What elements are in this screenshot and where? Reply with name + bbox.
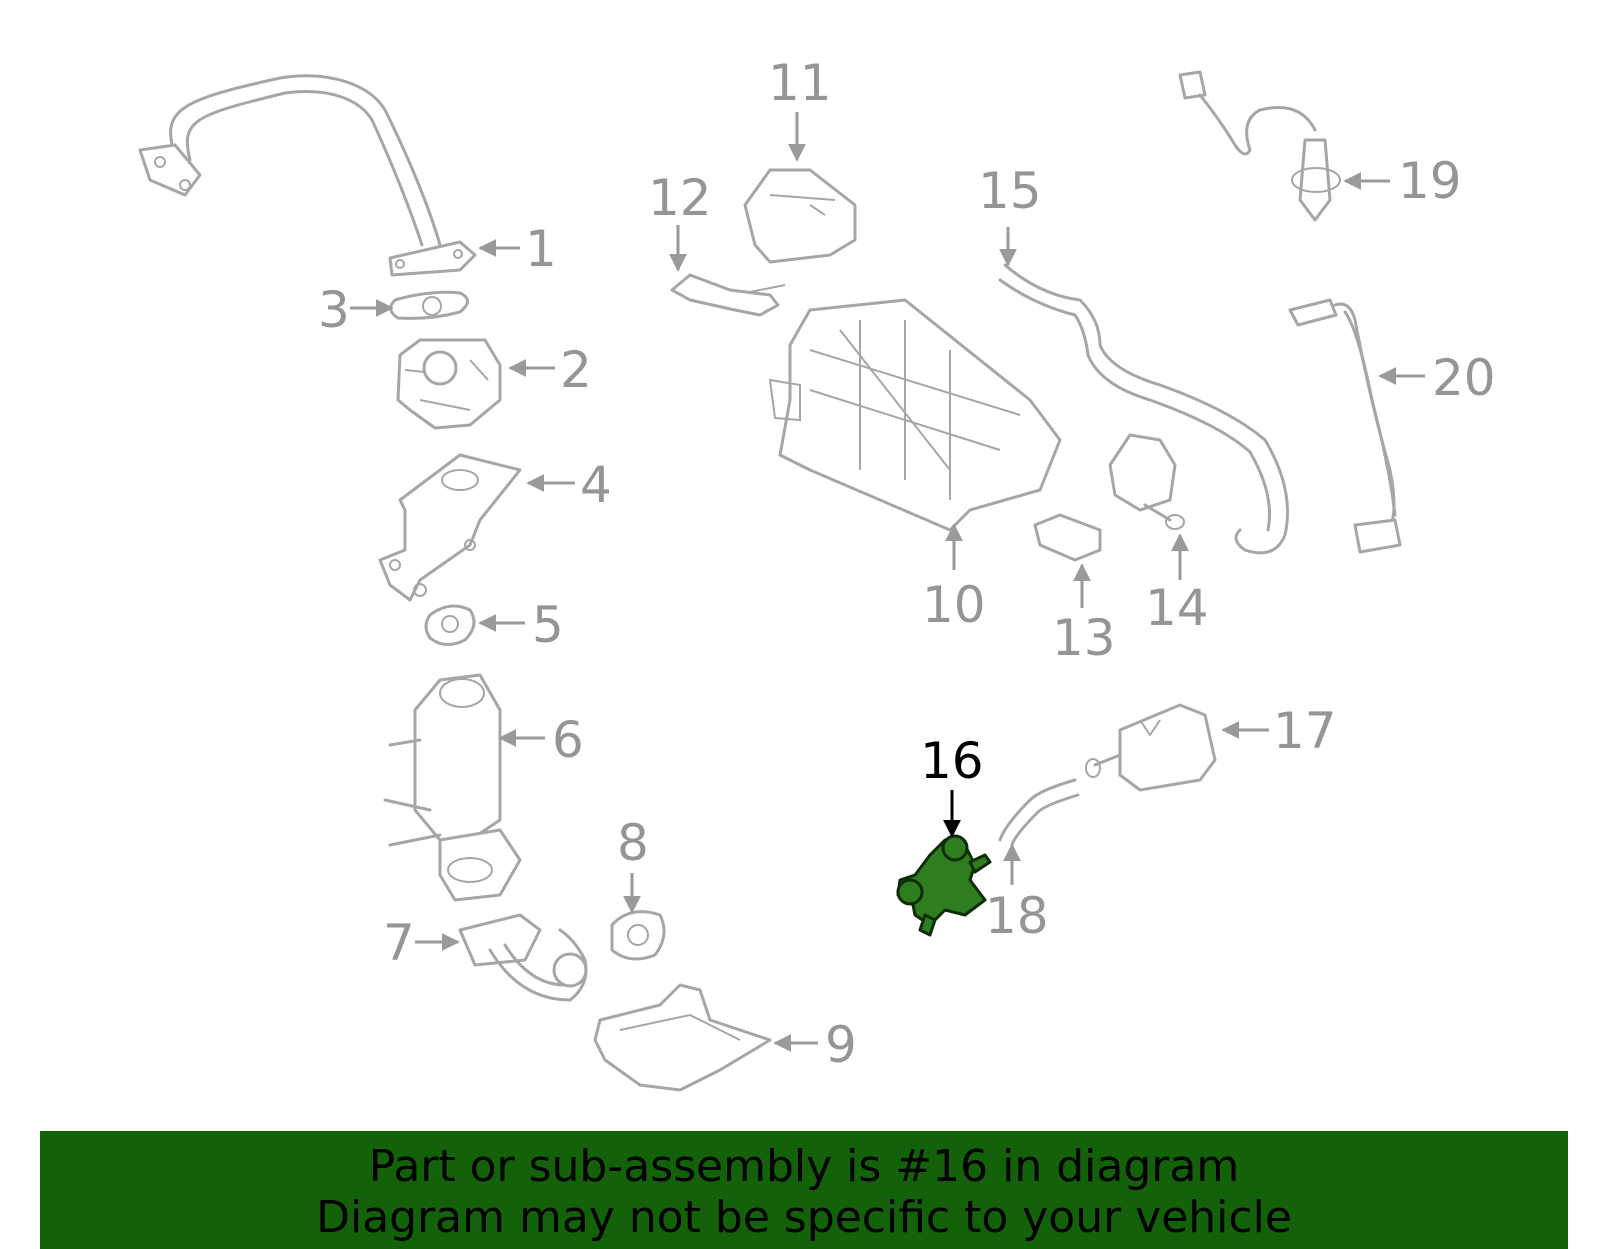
- part-19-o2-sensor: [1178, 70, 1341, 222]
- callout-12: 12: [648, 169, 712, 227]
- callout-4: 4: [580, 456, 612, 514]
- callout-8: 8: [617, 814, 649, 872]
- callout-14: 14: [1145, 579, 1209, 637]
- part-14-vent-valve: [1108, 433, 1185, 530]
- callout-11: 11: [768, 54, 832, 112]
- part-3-gasket: [389, 290, 469, 320]
- callout-3: 3: [318, 281, 350, 339]
- part-18-hose: [998, 778, 1080, 847]
- callout-10: 10: [922, 576, 986, 634]
- callout-19: 19: [1398, 152, 1462, 210]
- part-17-purge-valve: [1085, 703, 1217, 792]
- part-9-heat-shield: [593, 983, 772, 1092]
- part-20-o2-sensor: [1288, 298, 1402, 554]
- part-10-canister: [768, 298, 1062, 532]
- callout-17: 17: [1273, 702, 1337, 760]
- part-7-flex-pipe: [458, 913, 588, 1002]
- banner-line-2: Diagram may not be specific to your vehi…: [316, 1192, 1292, 1243]
- callout-6: 6: [552, 711, 584, 769]
- part-1-egr-pipe: [138, 74, 477, 277]
- callout-2: 2: [560, 341, 592, 399]
- callout-7: 7: [383, 914, 415, 972]
- part-8-gasket: [610, 910, 666, 961]
- banner-line-1: Part or sub-assembly is #16 in diagram: [368, 1141, 1240, 1192]
- part-4-bracket: [378, 453, 522, 602]
- part-11-reservoir: [743, 168, 857, 264]
- leader-lines: [350, 112, 1425, 1052]
- part-5-gasket: [424, 604, 476, 646]
- info-banner: Part or sub-assembly is #16 in diagram D…: [40, 1131, 1568, 1249]
- callout-16[interactable]: 16: [920, 732, 984, 790]
- callout-15: 15: [978, 162, 1042, 220]
- callout-9: 9: [825, 1016, 857, 1074]
- part-13-sensor: [1033, 513, 1102, 562]
- callout-20: 20: [1432, 349, 1496, 407]
- part-12-bracket: [670, 273, 786, 317]
- callout-1: 1: [525, 220, 557, 278]
- part-2-egr-valve: [396, 338, 502, 430]
- callout-13: 13: [1052, 609, 1116, 667]
- part-6-egr-cooler: [383, 673, 522, 902]
- part-15-hose: [998, 263, 1289, 555]
- callout-labels: 1 3 2 4 5 6 7 8 9 10 11 12 13 14 15 16 1…: [318, 54, 1496, 1074]
- callout-18: 18: [985, 887, 1049, 945]
- callout-5: 5: [532, 596, 564, 654]
- part-16-valve-highlighted[interactable]: [896, 834, 992, 937]
